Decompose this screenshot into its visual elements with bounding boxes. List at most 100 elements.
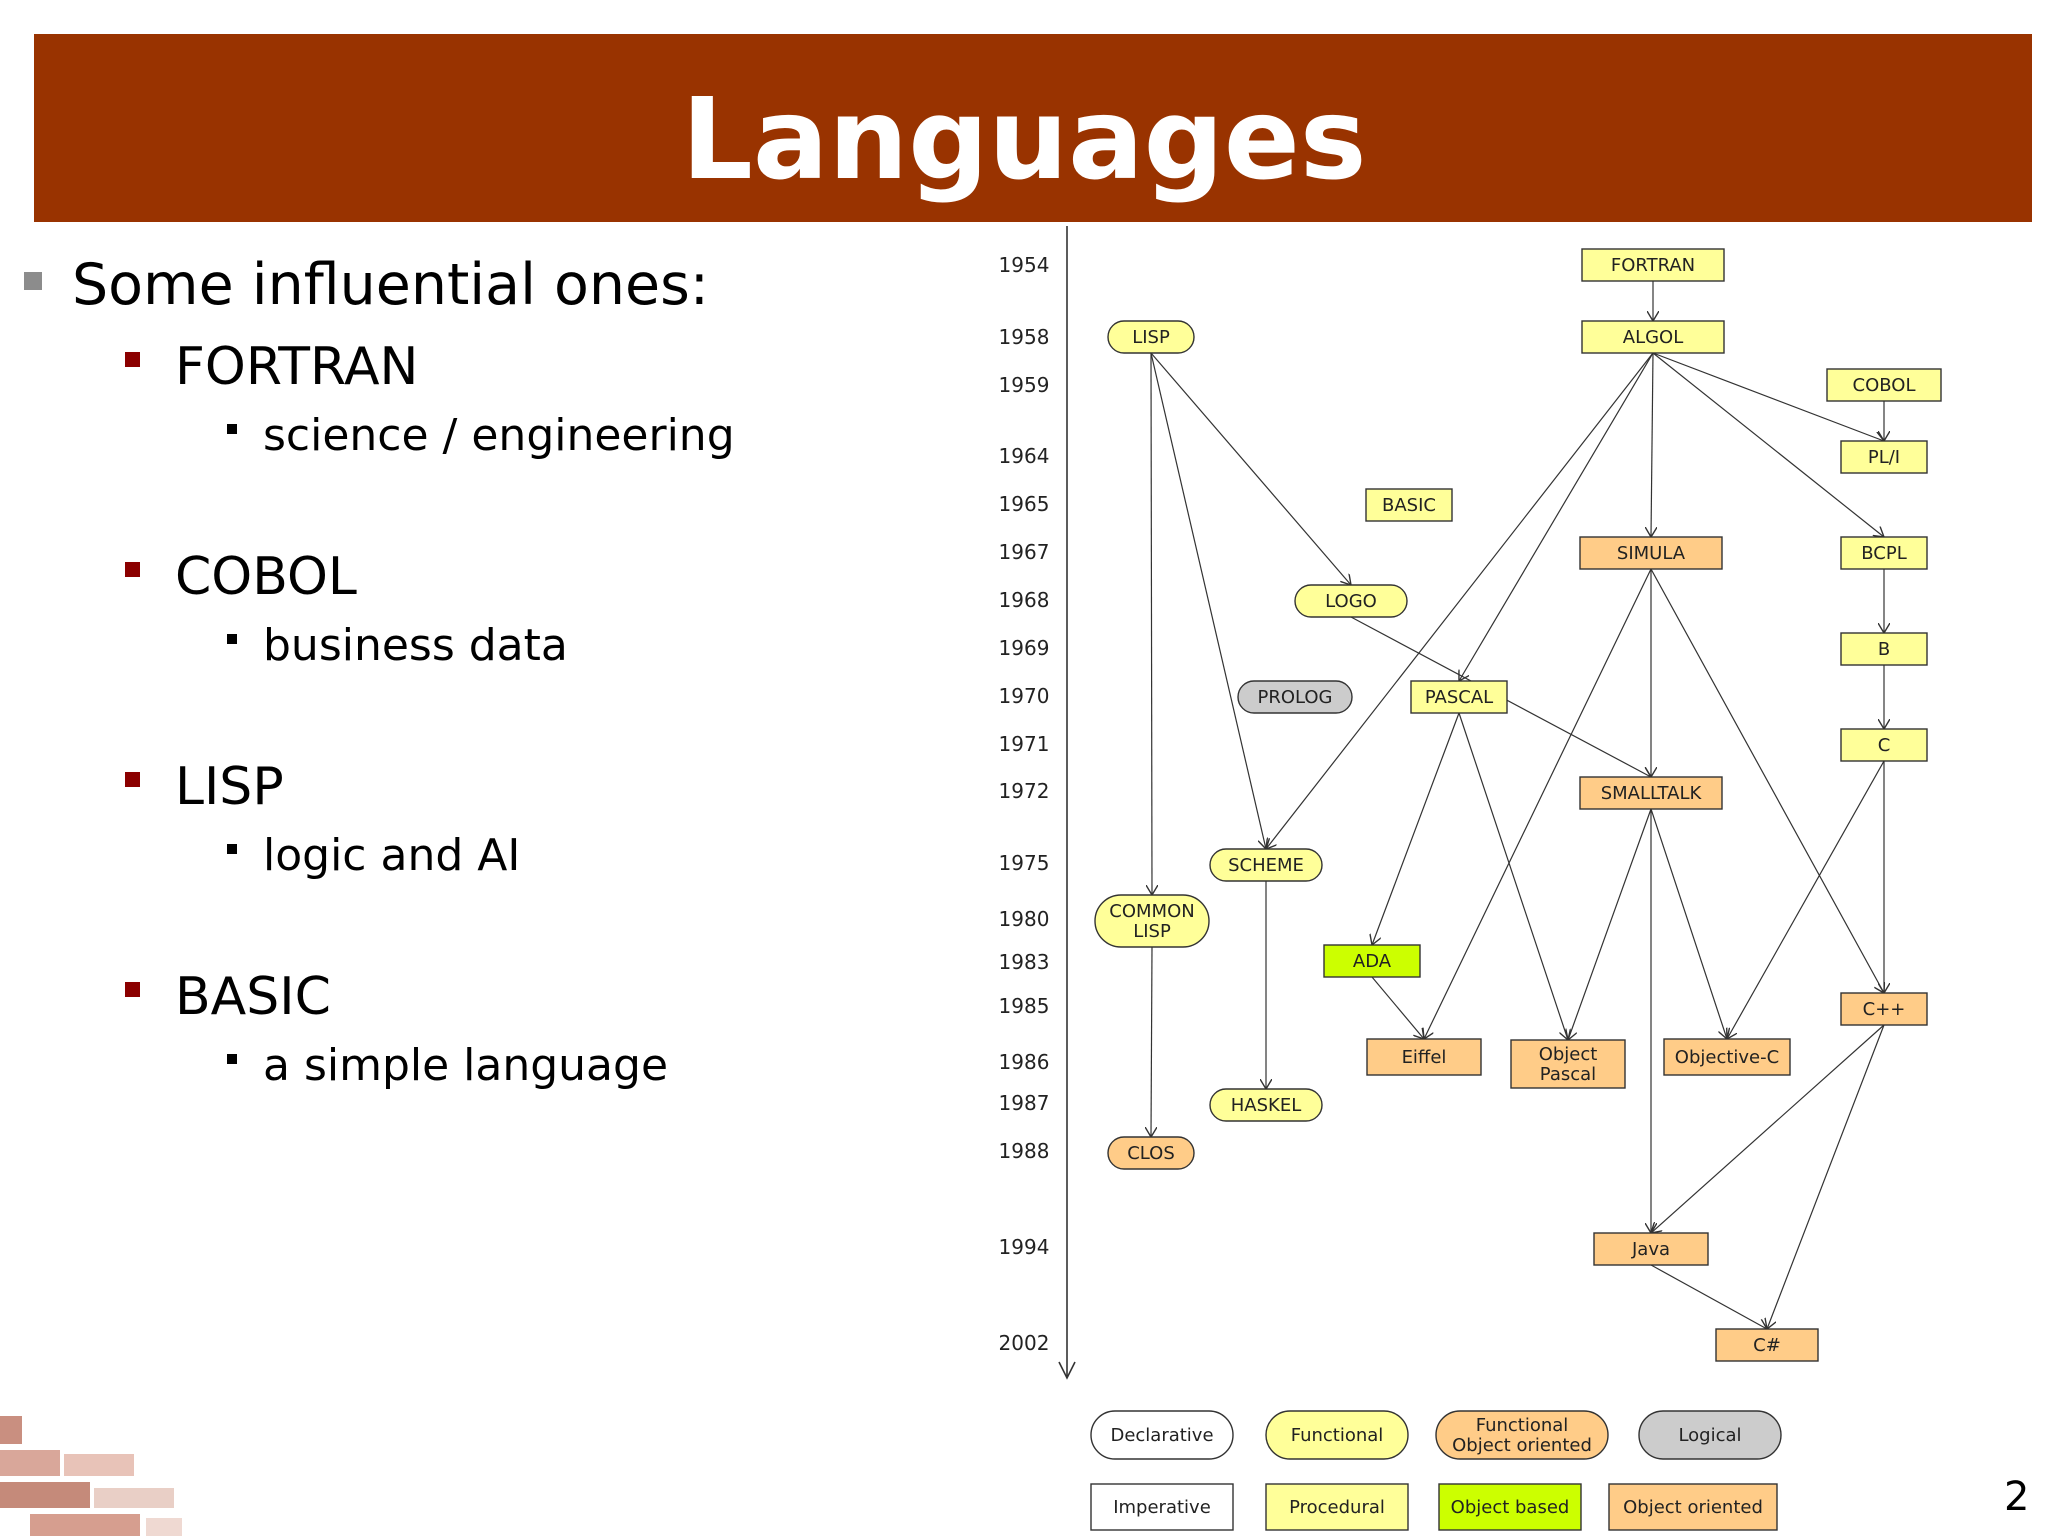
node-shape [1840,992,1928,1026]
bullet-detail: science / engineering [263,410,735,461]
node-scheme: SCHEME [1209,848,1323,882]
node-b: B [1840,632,1928,666]
legend-label: Functional [1291,1425,1384,1446]
node-label: HASKEL [1231,1095,1301,1116]
node-basic: BASIC [1365,488,1453,522]
edge-smalltalk-to-objpascal [1568,808,1652,1040]
timeline-axis: 1954195819591964196519671968196919701971… [999,226,1076,1380]
node-label: SCHEME [1228,855,1304,876]
bullet-marker [125,352,140,367]
bullet-marker [24,272,42,290]
year-label-1968: 1968 [999,588,1050,612]
node-shape [1209,848,1323,882]
year-label-1969: 1969 [999,636,1050,660]
node-shape [1237,680,1353,714]
node-label: CLOS [1127,1143,1175,1164]
node-label: PASCAL [1425,687,1493,708]
year-label-1958: 1958 [999,325,1050,349]
bullet-language: COBOL [175,547,357,607]
edge-cpp-to-csharp [1767,1024,1885,1329]
node-label: ALGOL [1623,327,1684,348]
edge-cpp-to-java [1651,1024,1885,1233]
bullet-marker [227,634,237,644]
year-label-1975: 1975 [999,851,1050,875]
legend-swatch [1090,1410,1234,1460]
page-number: 2 [2004,1474,2030,1520]
bullet-detail: logic and AI [263,830,521,881]
year-label-1954: 1954 [999,253,1050,277]
edge-simula-to-eiffel [1424,568,1652,1039]
legend-label: Object oriented [1623,1497,1763,1518]
node-lisp: LISP [1107,320,1195,354]
year-label-1970: 1970 [999,684,1050,708]
node-label: ADA [1353,951,1392,972]
node-shape [1579,776,1723,810]
legend-label: Imperative [1113,1497,1211,1518]
node-shape [1663,1038,1791,1076]
node-shape [1579,536,1723,570]
legend-swatch [1265,1410,1409,1460]
edge-pascal-to-objpascal [1458,712,1568,1040]
bullet-detail: a simple language [263,1040,669,1091]
node-pli: PL/I [1840,440,1928,474]
node-label: SIMULA [1617,543,1686,564]
node-label: LOGO [1325,591,1377,612]
legend-swatch [1265,1483,1409,1531]
node-label: Objective-C [1675,1047,1779,1068]
node-clos: CLOS [1107,1136,1195,1170]
node-bcpl: BCPL [1840,536,1928,570]
node-shape [1840,632,1928,666]
edge-algol-to-pli [1652,352,1884,441]
year-label-1987: 1987 [999,1091,1050,1115]
bullet-detail: business data [263,620,568,671]
node-shape [1840,728,1928,762]
bullet-heading: Some influential ones: [72,252,709,318]
bullet-marker [125,562,140,577]
node-c: C [1840,728,1928,762]
bullet-language: FORTRAN [175,337,419,397]
node-shape [1209,1088,1323,1122]
node-algol: ALGOL [1581,320,1725,354]
legend-functional: Functional [1265,1410,1409,1460]
legend-label: Logical [1678,1425,1741,1446]
bullet-marker [227,844,237,854]
year-label-1964: 1964 [999,444,1050,468]
node-ada: ADA [1323,944,1421,978]
edge-smalltalk-to-objc [1650,808,1727,1039]
node-cobol: COBOL [1826,368,1942,402]
node-shape [1510,1039,1626,1089]
node-simula: SIMULA [1579,536,1723,570]
title-bar [34,34,2032,222]
node-label: B [1878,639,1890,660]
legend-procedural: Procedural [1265,1483,1409,1531]
node-label: COBOL [1853,375,1916,396]
node-label: PL/I [1868,447,1900,468]
bullet-marker [125,982,140,997]
legend-label: Declarative [1110,1425,1213,1446]
legend-swatch [1435,1410,1609,1460]
legend-object-oriented: Object oriented [1608,1483,1778,1531]
node-label: BCPL [1861,543,1906,564]
year-label-1983: 1983 [999,950,1050,974]
node-prolog: PROLOG [1237,680,1353,714]
year-label-1994: 1994 [999,1235,1050,1259]
node-shape [1840,440,1928,474]
node-shape [1715,1328,1819,1362]
node-csharp: C# [1715,1328,1819,1362]
bullet-marker [125,772,140,787]
node-label: C# [1753,1335,1781,1356]
bullet-language: LISP [175,757,284,817]
year-label-1972: 1972 [999,779,1050,803]
legend-swatch [1438,1483,1582,1531]
year-label-1986: 1986 [999,1050,1050,1074]
node-shape [1365,488,1453,522]
node-label: LISP [1132,327,1170,348]
bullet-language: BASIC [175,967,331,1027]
node-label: BASIC [1382,495,1436,516]
